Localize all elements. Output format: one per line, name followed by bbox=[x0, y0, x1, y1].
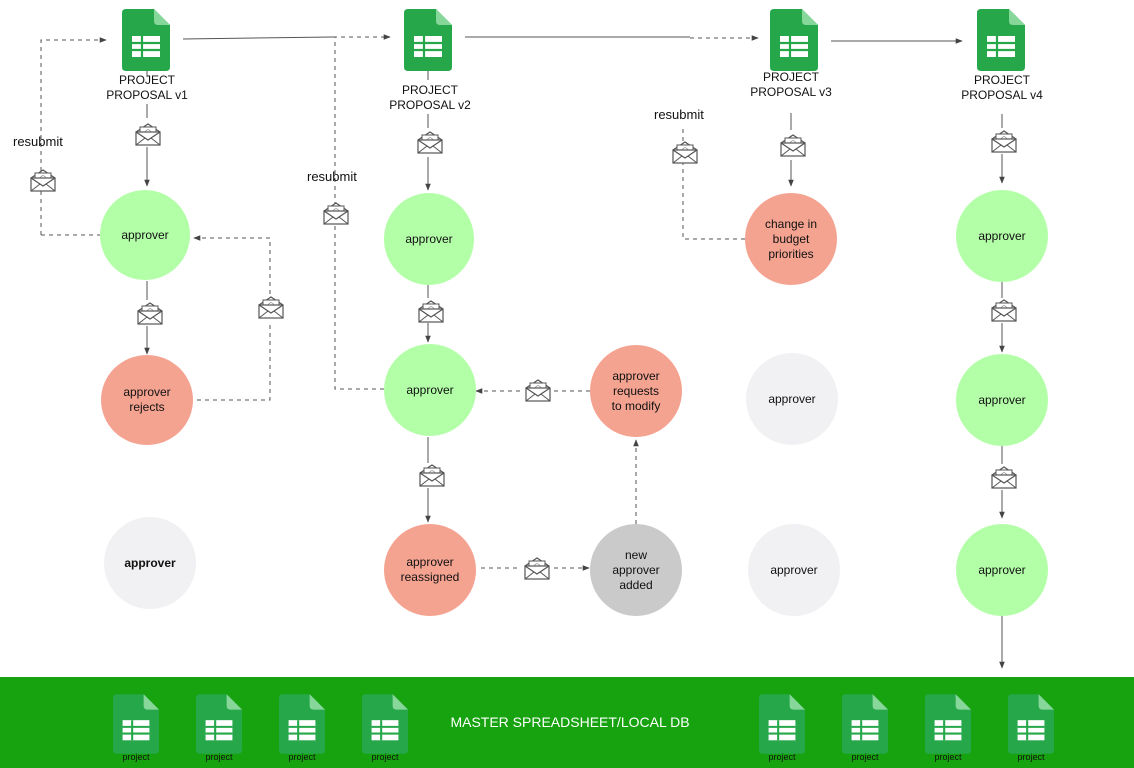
spreadsheet-icon bbox=[113, 694, 159, 754]
approver-node: approver bbox=[956, 524, 1048, 616]
doc-label-v4: PROJECT PROPOSAL v4 bbox=[961, 73, 1043, 102]
project-file-label: project bbox=[122, 752, 150, 762]
approver-node: approver bbox=[100, 190, 190, 280]
approver-pending-node: approver bbox=[748, 524, 840, 616]
approver-node: approver bbox=[956, 354, 1048, 446]
spreadsheet-icon bbox=[1008, 694, 1054, 754]
resubmit-label: resubmit bbox=[654, 107, 704, 122]
resubmit-label: resubmit bbox=[307, 169, 357, 184]
approver-reassigned-node: approver reassigned bbox=[384, 524, 476, 616]
doc-label-v1: PROJECT PROPOSAL v1 bbox=[106, 73, 188, 102]
envelope-icon: @ bbox=[779, 133, 807, 157]
spreadsheet-icon bbox=[977, 9, 1025, 71]
doc-label-v2: PROJECT PROPOSAL v2 bbox=[389, 83, 471, 112]
spreadsheet-icon bbox=[770, 9, 818, 71]
approver-node: approver bbox=[384, 344, 476, 436]
approver-node: approver bbox=[384, 193, 474, 285]
spreadsheet-icon bbox=[925, 694, 971, 754]
project-file-label: project bbox=[934, 752, 962, 762]
envelope-icon: @ bbox=[990, 298, 1018, 322]
connector bbox=[334, 37, 384, 390]
approver-pending-node: approver bbox=[746, 353, 838, 445]
envelope-icon: @ bbox=[418, 463, 446, 487]
envelope-icon: @ bbox=[671, 140, 699, 164]
spreadsheet-icon bbox=[759, 694, 805, 754]
envelope-icon: @ bbox=[524, 378, 552, 402]
project-file-label: project bbox=[851, 752, 879, 762]
spreadsheet-icon bbox=[404, 9, 452, 71]
spreadsheet-icon bbox=[842, 694, 888, 754]
envelope-icon: @ bbox=[990, 129, 1018, 153]
envelope-icon: @ bbox=[990, 465, 1018, 489]
connector bbox=[182, 36, 334, 40]
spreadsheet-icon bbox=[122, 9, 170, 71]
approver-pending-node: approver bbox=[104, 517, 196, 609]
project-file-label: project bbox=[288, 752, 316, 762]
connector bbox=[682, 128, 745, 240]
envelope-icon: @ bbox=[29, 168, 57, 192]
envelope-icon: @ bbox=[417, 299, 445, 323]
budget-change-node: change in budget priorities bbox=[745, 193, 837, 285]
project-file-label: project bbox=[768, 752, 796, 762]
envelope-icon: @ bbox=[322, 201, 350, 225]
envelope-icon: @ bbox=[257, 295, 285, 319]
envelope-icon: @ bbox=[134, 122, 162, 146]
approver-requests-modify-node: approver requests to modify bbox=[590, 345, 682, 437]
envelope-icon: @ bbox=[523, 556, 551, 580]
approver-node: approver bbox=[956, 190, 1048, 282]
master-db-title: MASTER SPREADSHEET/LOCAL DB bbox=[450, 714, 690, 730]
resubmit-label: resubmit bbox=[13, 134, 63, 149]
approver-rejects-node: approver rejects bbox=[101, 355, 193, 445]
project-file-label: project bbox=[205, 752, 233, 762]
spreadsheet-icon bbox=[196, 694, 242, 754]
envelope-icon: @ bbox=[136, 301, 164, 325]
new-approver-added-node: new approver added bbox=[590, 524, 682, 616]
envelope-icon: @ bbox=[416, 130, 444, 154]
connector bbox=[40, 37, 107, 235]
project-file-label: project bbox=[371, 752, 399, 762]
spreadsheet-icon bbox=[279, 694, 325, 754]
doc-label-v3: PROJECT PROPOSAL v3 bbox=[750, 70, 832, 99]
spreadsheet-icon bbox=[362, 694, 408, 754]
project-file-label: project bbox=[1017, 752, 1045, 762]
connector bbox=[197, 323, 271, 401]
connector bbox=[193, 235, 271, 294]
